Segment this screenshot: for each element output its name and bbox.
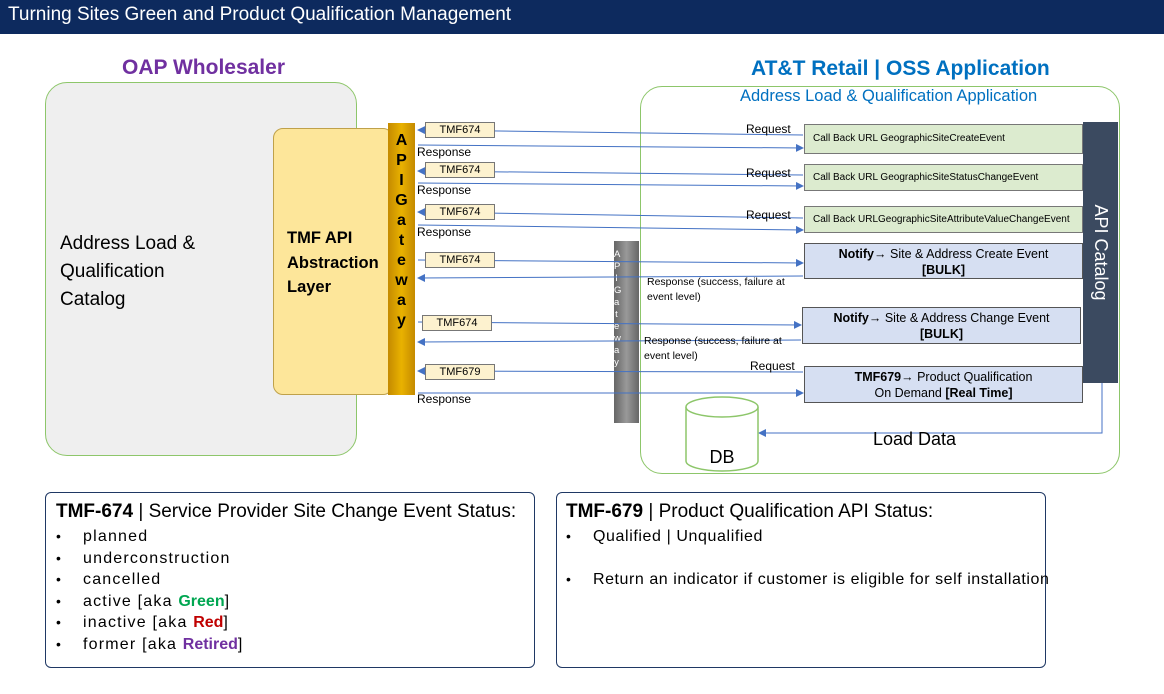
notify-response-label-1: Response (success, failure at event leve… — [647, 276, 785, 303]
notify-arrow-1: → — [874, 247, 887, 261]
tmf674-status-list: •planned •underconstruction •cancelled •… — [56, 528, 244, 657]
tmf-label-row-3: TMF674 — [425, 204, 495, 220]
tmf679-code: TMF-679 — [566, 501, 644, 522]
response-label-row-3: Response — [417, 225, 472, 239]
status-emph-green: Green — [178, 592, 225, 610]
notify-box-create: Notify→ Site & Address Create Event [BUL… — [804, 243, 1083, 279]
tmf-label-notify-1: TMF674 — [425, 252, 495, 268]
response-label-row-2: Response — [417, 183, 472, 197]
db-label: DB — [709, 447, 735, 467]
status-emph-red: Red — [193, 614, 224, 631]
request-label-qualification: Request — [750, 359, 795, 373]
notify-bold-2: Notify — [833, 311, 869, 325]
status-item-former: •former [aka Retired] — [56, 635, 244, 653]
qual-line2: On Demand — [874, 386, 946, 400]
tmf-label-row-1: TMF674 — [425, 122, 495, 138]
arrow-notify-1-response — [417, 273, 804, 282]
notify-box-change: Notify→ Site & Address Change Event [BUL… — [802, 307, 1081, 344]
catalog-label: Address Load & Qualification Catalog — [60, 233, 196, 310]
api-gateway-label-middle: API Gateway — [614, 249, 642, 368]
tmf674-status-title: TMF-674 | Service Provider Site Change E… — [56, 501, 516, 523]
status-item-underconstruction: •underconstruction — [56, 549, 231, 567]
arrow-response-3 — [417, 224, 804, 234]
status-item-inactive: •inactive [aka Red] — [56, 614, 230, 631]
att-app-box — [640, 86, 1120, 474]
request-label-row-1: Request — [746, 122, 791, 136]
qual-text: Product Qualification — [913, 370, 1033, 384]
response-label-row-1: Response — [417, 145, 472, 159]
tmf-label-notify-2: TMF674 — [422, 315, 492, 331]
callback-box-attribute-change: Call Back URLGeographicSiteAttributeValu… — [804, 206, 1083, 233]
db-cylinder — [685, 396, 759, 472]
notify-text-1: Site & Address Create Event — [886, 247, 1049, 261]
qual-status-item-qualified: •Qualified | Unqualified — [566, 528, 764, 545]
tmf674-status-box: TMF-674 | Service Provider Site Change E… — [45, 492, 535, 668]
notify-tag-2: [BULK] — [919, 327, 964, 341]
abstraction-layer-box — [273, 128, 393, 395]
request-label-row-3: Request — [746, 208, 791, 222]
api-catalog-bar — [1083, 122, 1118, 383]
api-gateway-bar-left — [388, 123, 415, 395]
abstraction-layer-label: TMF API Abstraction Layer — [287, 229, 379, 296]
arrow-response-2 — [417, 181, 804, 190]
tmf679-status-title: TMF-679 | Product Qualification API Stat… — [566, 501, 933, 523]
callback-box-site-create: Call Back URL GeographicSiteCreateEvent — [804, 124, 1083, 154]
tmf674-title-text: | Service Provider Site Change Event Sta… — [133, 501, 517, 522]
status-emph-retired: Retired — [182, 635, 238, 653]
arrow-load-data — [758, 383, 1103, 437]
status-item-planned: •planned — [56, 528, 149, 545]
tmf679-title-text: | Product Qualification API Status: — [643, 501, 934, 522]
arrow-notify-2-response — [417, 337, 802, 346]
qual-bold: TMF679 — [854, 370, 902, 384]
notify-response-label-2: Response (success, failure at event leve… — [644, 335, 782, 362]
callback-box-status-change: Call Back URL GeographicSiteStatusChange… — [804, 164, 1083, 191]
tmf-label-row-2: TMF674 — [425, 162, 495, 178]
app-subheader: Address Load & Qualification Application — [740, 87, 1038, 105]
notify-arrow-2: → — [868, 311, 882, 325]
oap-wholesaler-header: OAP Wholesaler — [122, 56, 285, 79]
status-item-active: •active [aka Green] — [56, 592, 231, 610]
tmf679-status-box: TMF-679 | Product Qualification API Stat… — [556, 492, 1050, 668]
qual-arrow: → — [901, 370, 914, 384]
response-label-qualification: Response — [417, 392, 472, 406]
tmf-label-qualification: TMF679 — [425, 364, 495, 380]
page-title: Turning Sites Green and Product Qualific… — [8, 4, 512, 25]
notify-bold-1: Notify — [838, 247, 875, 261]
notify-tag-1: [BULK] — [921, 263, 966, 277]
qual-tag: [Real Time] — [945, 386, 1013, 400]
notify-text-2: Site & Address Change Event — [881, 311, 1050, 325]
tmf674-code: TMF-674 — [56, 501, 134, 522]
tmf679-status-list: •Qualified | Unqualified •Return an indi… — [566, 528, 1050, 593]
load-data-label: Load Data — [873, 429, 957, 449]
qualification-box: TMF679→ Product Qualification On Demand … — [804, 366, 1083, 403]
api-gateway-label-left: A P I G a t e w a y — [395, 132, 408, 329]
request-label-row-2: Request — [746, 166, 791, 180]
arrow-response-1 — [417, 143, 804, 152]
status-item-cancelled: •cancelled — [56, 571, 162, 588]
title-bar — [0, 0, 1164, 34]
att-retail-header: AT&T Retail | OSS Application — [751, 57, 1050, 80]
qual-status-item-indicator: •Return an indicator if customer is elig… — [566, 571, 1050, 588]
